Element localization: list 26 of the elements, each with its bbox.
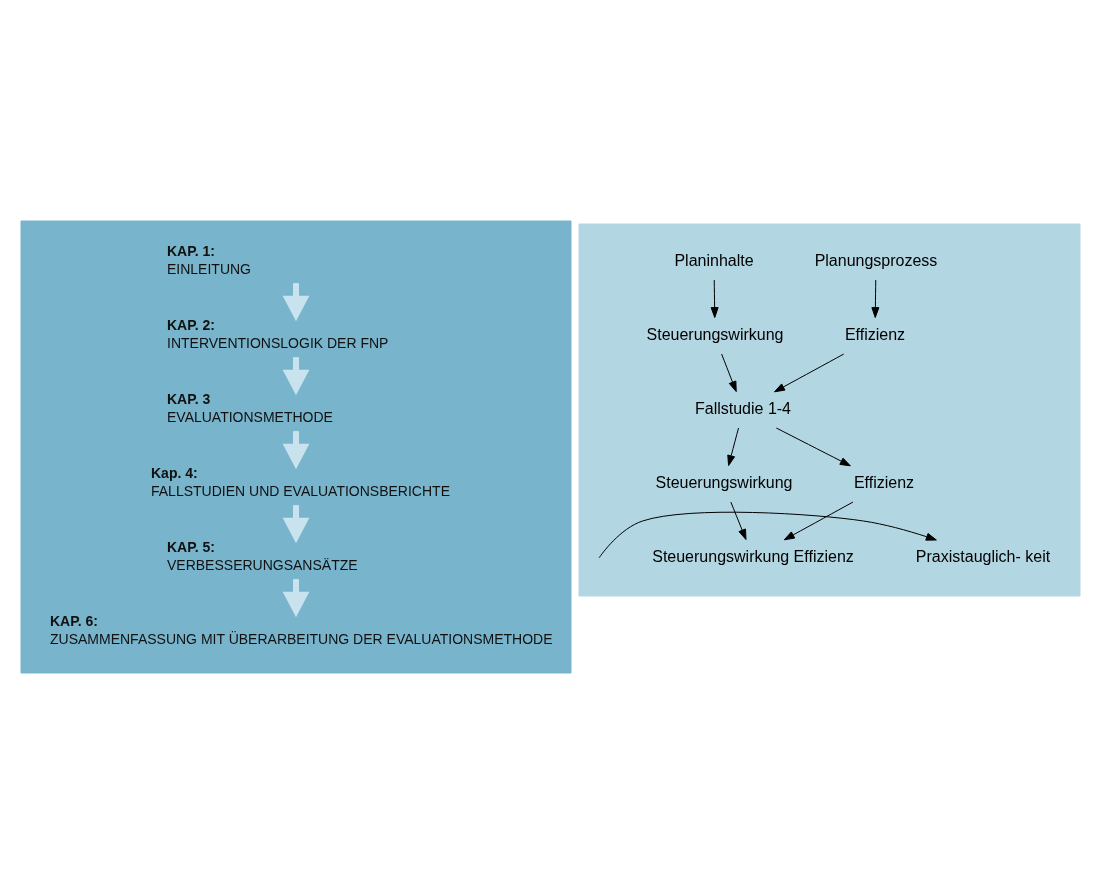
node-text: Steuerungswirkung xyxy=(655,473,793,491)
node-text: Effizienz xyxy=(844,325,906,343)
node-text: Praxistauglich- keit xyxy=(915,547,1051,565)
arrow xyxy=(774,353,845,392)
node-text: Effizienz xyxy=(853,473,915,491)
node-text: Fallstudie 1-4 xyxy=(694,399,792,417)
arrow xyxy=(871,279,880,318)
node-text: Steuerungswirkung xyxy=(646,325,784,343)
node-text: KAP. 1: EINLEITUNG xyxy=(167,242,252,277)
node-text: Planinhalte xyxy=(674,251,754,269)
arrow xyxy=(730,501,747,540)
arrow xyxy=(721,353,737,392)
cluster xyxy=(578,223,1081,596)
arrow xyxy=(598,511,937,558)
node-text: Kap. 4: FALLSTUDIEN UND EVALUATIONSBERICHTE xyxy=(151,464,450,499)
node-text: KAP. 3 EVALUATIONSMETHODE xyxy=(167,390,333,425)
node-text: KAP. 2: INTERVENTIONSLOGIK DER FNP xyxy=(167,316,389,351)
cluster xyxy=(20,220,572,673)
node-text: KAP. 6: ZUSAMMENFASSUNG MIT ÜBERARBEITUNG DER EVALUATIONSMETHODE xyxy=(50,612,553,647)
node-text: Planungsprozess xyxy=(814,251,938,269)
node-text: Steuerungswirkung Effizienz xyxy=(652,547,854,565)
arrow xyxy=(783,501,854,540)
arrow xyxy=(775,427,851,466)
arrow xyxy=(727,427,739,466)
node-text: KAP. 5: VERBESSERUNGSANSÄTZE xyxy=(167,538,358,573)
arrow xyxy=(710,279,719,318)
